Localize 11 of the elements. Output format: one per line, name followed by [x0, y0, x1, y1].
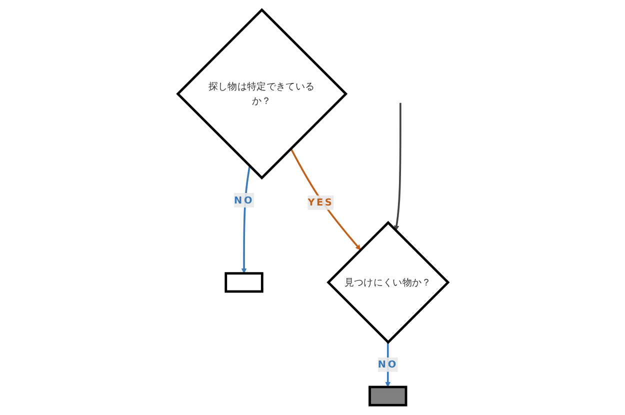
arrow — [384, 342, 390, 388]
edge-label: NO — [377, 358, 398, 370]
node-diamond: 見つけにくい物か？ — [326, 220, 450, 344]
node-box — [224, 272, 263, 293]
node-box — [368, 386, 407, 406]
node-diamond: 探し物は特定できているか？ — [176, 8, 348, 180]
edge-label: YES — [307, 196, 334, 208]
arrow — [393, 102, 401, 231]
edge-label: NO — [234, 194, 254, 206]
arrow — [240, 166, 250, 274]
arrow — [290, 148, 360, 250]
